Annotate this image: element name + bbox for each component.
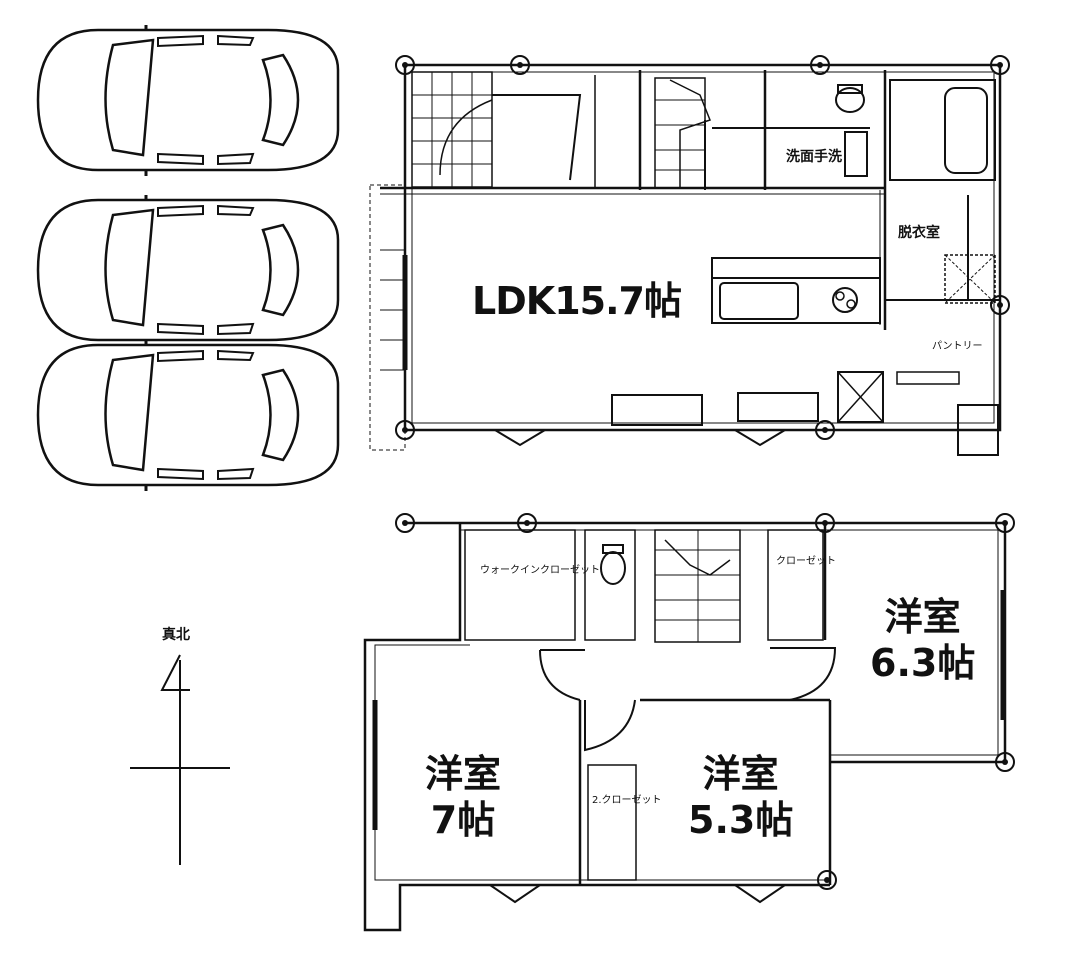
room-7-label: 洋室 7帖 — [425, 752, 501, 843]
closet-2-label: 2.クローゼット — [592, 795, 662, 806]
true-north-label: 真北 — [162, 627, 190, 643]
parking-cars — [36, 23, 340, 493]
washbasin-label: 洗面手洗 — [786, 149, 842, 165]
closet-label: クローゼット — [776, 556, 836, 567]
first-floor-walls — [369, 63, 1002, 456]
first-floor-columns — [395, 55, 1010, 440]
dressing-room-label: 脱衣室 — [898, 225, 940, 241]
room-6-3-label: 洋室 6.3帖 — [870, 595, 975, 686]
room-7-size: 7帖 — [430, 797, 496, 842]
room-6-3-name: 洋室 — [884, 595, 961, 639]
room-5-3-label: 洋室 5.3帖 — [688, 752, 793, 843]
room-5-3-size: 5.3帖 — [688, 797, 794, 842]
room-7-name: 洋室 — [425, 752, 502, 796]
walkin-closet-label: ウォークインクローゼット — [480, 565, 600, 576]
ldk-label: LDK15.7帖 — [472, 279, 682, 323]
second-floor-walls — [363, 521, 1007, 932]
room-6-3-size: 6.3帖 — [870, 640, 976, 685]
room-5-3-name: 洋室 — [702, 752, 779, 796]
pantry-label: パントリー — [932, 341, 983, 352]
north-arrow — [130, 654, 230, 865]
